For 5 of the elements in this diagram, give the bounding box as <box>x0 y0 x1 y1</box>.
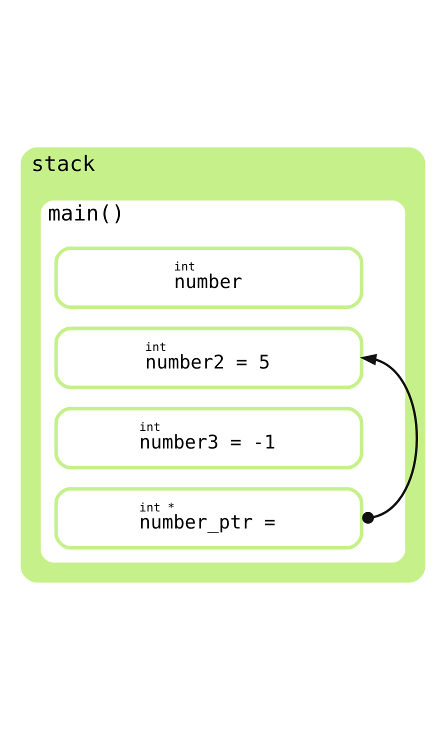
arrow <box>360 354 418 524</box>
node-box: int number3 = -1 <box>54 406 364 470</box>
node-box: int number2 = 5 <box>54 326 364 390</box>
node-box: int number <box>54 246 364 309</box>
node-box: int * number_ptr = <box>54 487 364 550</box>
